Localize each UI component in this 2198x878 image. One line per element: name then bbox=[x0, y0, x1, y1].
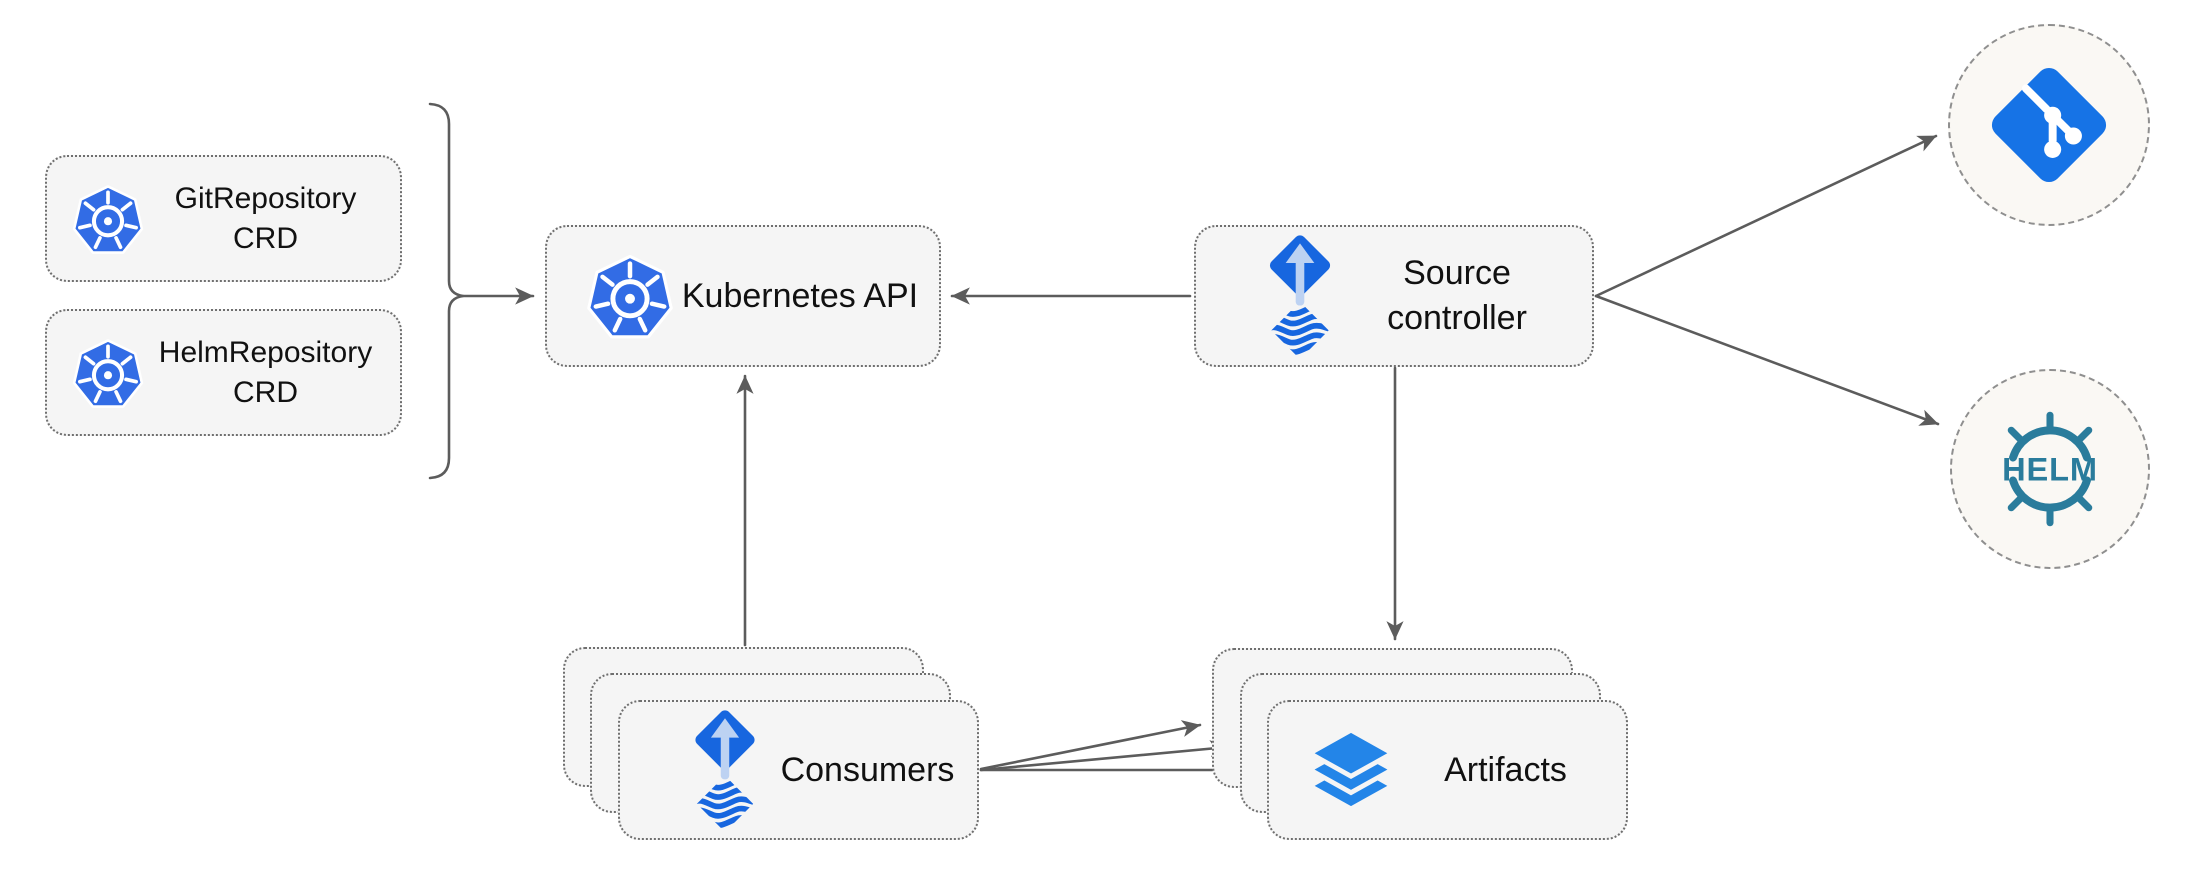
flux-icon bbox=[1269, 235, 1331, 356]
node-label: Kubernetes API bbox=[681, 276, 919, 315]
node-git-remote bbox=[1948, 24, 2150, 226]
edge-source-to-git-remote bbox=[1594, 134, 1938, 298]
helm-logo-text: HELM bbox=[2002, 451, 2098, 487]
helm-icon: HELM bbox=[2002, 411, 2098, 527]
node-label: HelmRepository CRD bbox=[158, 335, 373, 409]
node-source-controller: Source controller bbox=[1194, 225, 1594, 367]
layers-icon bbox=[1304, 727, 1398, 812]
node-helm-remote: HELM bbox=[1950, 369, 2150, 569]
kubernetes-icon bbox=[72, 184, 144, 254]
node-helm-repository-crd: HelmRepository CRD bbox=[45, 309, 402, 436]
edge-source-to-helm-remote bbox=[1594, 294, 1940, 426]
git-icon bbox=[1991, 67, 2107, 183]
edge-consumers-to-artifacts-1 bbox=[979, 720, 1202, 771]
node-git-repository-crd: GitRepository CRD bbox=[45, 155, 402, 282]
node-label: Source controller bbox=[1387, 254, 1527, 337]
node-consumers: Consumers bbox=[618, 700, 979, 840]
node-label: Consumers bbox=[780, 750, 955, 789]
flux-icon bbox=[695, 710, 755, 829]
kubernetes-icon bbox=[72, 338, 144, 408]
node-artifacts: Artifacts bbox=[1267, 700, 1628, 840]
node-consumers-stack: Consumers bbox=[563, 647, 979, 841]
crd-group-bracket bbox=[428, 102, 465, 480]
node-label: Artifacts bbox=[1444, 750, 1567, 789]
node-kubernetes-api: Kubernetes API bbox=[545, 225, 941, 367]
node-artifacts-stack: Artifacts bbox=[1212, 648, 1628, 841]
node-label: GitRepository CRD bbox=[174, 181, 357, 255]
kubernetes-icon bbox=[587, 254, 673, 339]
edge-consumers-to-artifacts-2 bbox=[979, 740, 1230, 772]
